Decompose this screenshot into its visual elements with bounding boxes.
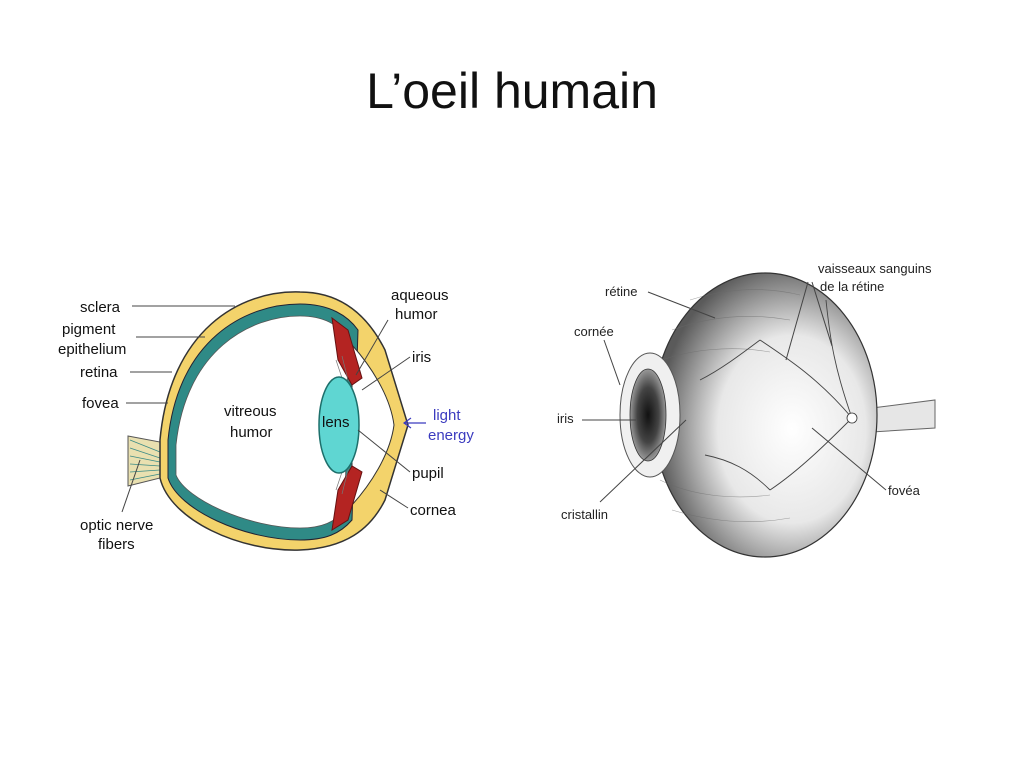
label-light: light [433,407,461,424]
label-retina: retina [80,364,118,381]
label-cristallin: cristallin [561,507,608,522]
label-energy: energy [428,427,474,444]
label-sclera: sclera [80,299,121,316]
label-pupil: pupil [412,465,444,482]
label-fovea: fovea [82,395,119,412]
label-vaisseaux-1: vaisseaux sanguins [818,261,932,276]
right-eye-diagram: rétine vaisseaux sanguins de la rétine c… [557,261,936,558]
left-leader-lines [121,305,411,513]
label-lens: lens [322,414,350,431]
label-fibers: fibers [98,536,135,553]
label-aqueous-humor: humor [395,306,438,323]
eyeball-shape [652,272,878,558]
optic-nerve-fibers-texture [129,439,161,481]
iris-shape-bottom [331,465,363,531]
label-cornee: cornée [574,324,614,339]
light-arrow-icon [402,417,426,429]
right-leader-lines [582,281,887,503]
left-eye-diagram: sclera pigment epithelium retina fovea o… [58,287,474,553]
iris-shape-top [331,316,363,386]
aqueous-humor-area [351,343,395,507]
label-retine: rétine [605,284,638,299]
label-cornea: cornea [410,502,457,519]
lens-shape [318,376,360,474]
label-epithelium: epithelium [58,341,126,358]
label-aqueous: aqueous [391,287,449,304]
slide-title: L’oeil humain [366,63,658,119]
iris-shape [629,368,667,462]
label-iris-fr: iris [557,411,574,426]
label-vitreous: vitreous [224,403,277,420]
fovea-spot [846,412,858,424]
label-pigment: pigment [62,321,116,338]
eyeball-texture [659,289,801,522]
label-optic-nerve: optic nerve [80,517,153,534]
right-optic-nerve [871,399,936,433]
label-fovea-fr: fovéa [888,483,921,498]
label-vaisseaux-2: de la rétine [820,279,884,294]
retinal-vessels [699,299,853,491]
label-iris: iris [412,349,431,366]
label-vitreous-humor: humor [230,424,273,441]
